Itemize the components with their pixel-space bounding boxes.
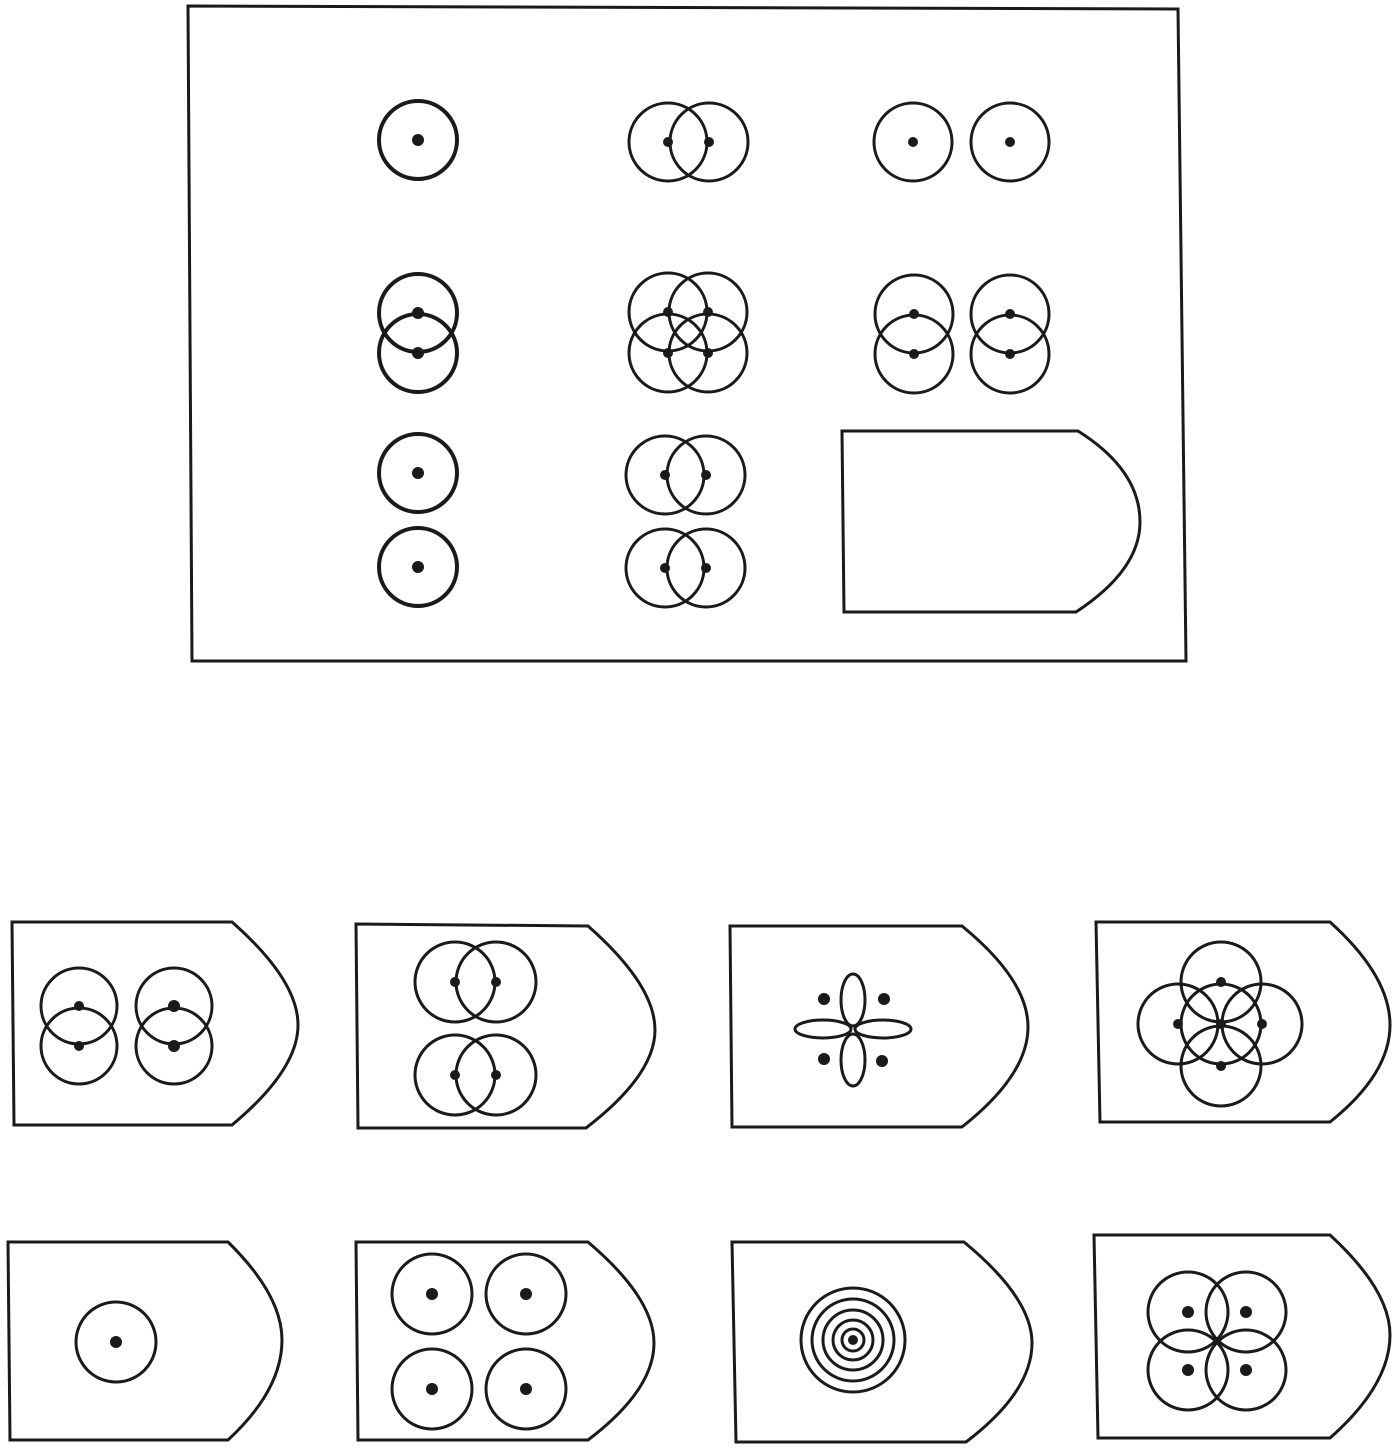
cell-r2c1 — [377, 272, 459, 394]
matrix-panel — [186, 4, 1188, 663]
cell-r1c3 — [872, 101, 1051, 183]
cell-r1c2 — [627, 101, 750, 183]
cell-r2c2 — [627, 271, 749, 394]
option-4[interactable] — [1094, 920, 1392, 1124]
matrix-frame — [186, 4, 1188, 663]
option-1[interactable] — [10, 920, 300, 1127]
option-6[interactable] — [354, 1240, 656, 1442]
answer-slot[interactable] — [840, 429, 1142, 614]
cell-r3c1 — [377, 432, 459, 608]
options-panel — [6, 920, 1392, 1444]
option-7[interactable] — [730, 1240, 1034, 1444]
cell-r2c3 — [873, 273, 1051, 395]
option-3[interactable] — [728, 924, 1030, 1129]
option-2[interactable] — [354, 922, 657, 1130]
option-8[interactable] — [1092, 1233, 1392, 1440]
option-5[interactable] — [6, 1240, 284, 1442]
cell-r3c2 — [624, 434, 747, 609]
cell-r1c1 — [377, 99, 459, 181]
